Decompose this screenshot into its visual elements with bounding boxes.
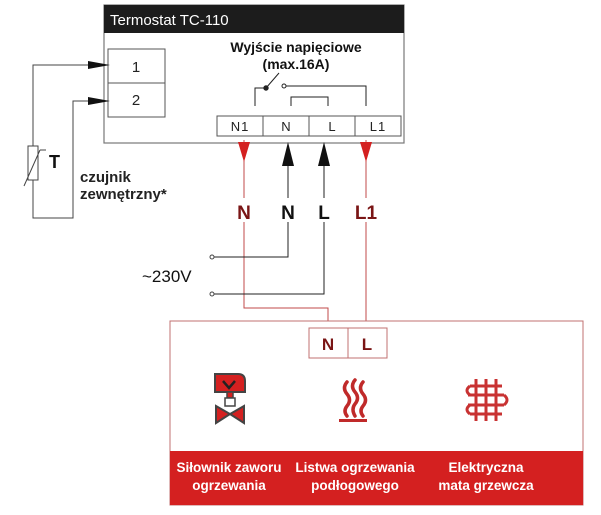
wire-n1-lower bbox=[243, 222, 329, 328]
wire-l-lower bbox=[214, 222, 325, 295]
valve-actuator-icon bbox=[214, 373, 246, 425]
sensor-terminal-1 bbox=[107, 48, 166, 84]
device-3-label-line1: Elektryczna bbox=[448, 460, 524, 475]
bridge-n-l bbox=[290, 96, 329, 106]
wire-n-lower bbox=[214, 222, 289, 258]
wire-label-n1: N bbox=[237, 203, 251, 224]
sensor-arrow-2-icon bbox=[88, 97, 110, 105]
output-label-line1: Wyjście napięciowe bbox=[230, 39, 361, 55]
sensor-label-line1: czujnik bbox=[80, 169, 132, 186]
terminal-n1-label: N1 bbox=[231, 119, 250, 134]
load-label-bar bbox=[170, 451, 583, 505]
relay-contact bbox=[265, 72, 280, 89]
sensor-terminal-2 bbox=[107, 82, 166, 118]
load-terminal-n bbox=[308, 327, 349, 359]
supply-terminal-l bbox=[209, 291, 215, 297]
wire-label-l1: L1 bbox=[355, 203, 378, 224]
wire-label-l: L bbox=[318, 203, 330, 224]
sensor-loop-wire bbox=[32, 64, 108, 219]
arrow-n-up-icon bbox=[282, 142, 294, 166]
thermostat-unit: Termostat TC-110 Wyjście napięciowe (max… bbox=[103, 4, 405, 144]
sensor-terminal-1-label: 1 bbox=[132, 59, 140, 76]
device-2-label-line1: Listwa ogrzewania bbox=[295, 460, 415, 475]
load-terminal-l bbox=[347, 327, 388, 359]
relay-wire-n1 bbox=[254, 87, 266, 106]
supply-terminal-n bbox=[209, 254, 215, 260]
arrow-l1-down-icon bbox=[360, 142, 372, 162]
thermostat-title-bar bbox=[104, 5, 404, 33]
terminal-l1 bbox=[354, 115, 402, 137]
load-panel: N L bbox=[169, 320, 584, 506]
wire-label-n: N bbox=[281, 203, 295, 224]
sensor-terminal-2-label: 2 bbox=[132, 92, 140, 109]
device-2-label-line2: podłogowego bbox=[311, 478, 399, 493]
thermistor-icon bbox=[27, 145, 39, 181]
sensor-label-line2: zewnętrzny* bbox=[80, 186, 167, 203]
sensor-wiring bbox=[23, 61, 110, 219]
relay-contact-point bbox=[281, 83, 287, 89]
relay-wire-l1 bbox=[286, 85, 367, 106]
terminal-n-label: N bbox=[281, 119, 290, 134]
supply-voltage-label: ~230V bbox=[142, 267, 192, 286]
sensor-arrow-1-icon bbox=[88, 61, 110, 69]
output-terminal-block: N1 N L L1 bbox=[216, 115, 402, 137]
relay-switch bbox=[254, 72, 367, 106]
device-1-label-line2: ogrzewania bbox=[192, 478, 266, 493]
arrow-n1-down-icon bbox=[238, 142, 250, 162]
terminal-l-label: L bbox=[328, 119, 335, 134]
device-1-label-line1: Siłownik zaworu bbox=[176, 460, 281, 475]
thermistor-slash bbox=[23, 149, 41, 187]
power-wiring bbox=[209, 140, 367, 328]
thermistor-symbol: T bbox=[49, 152, 60, 172]
arrow-l-up-icon bbox=[318, 142, 330, 166]
thermostat-title: Termostat TC-110 bbox=[110, 12, 229, 29]
sensor-terminal-block: 1 2 bbox=[107, 48, 166, 118]
terminal-l1-label: L1 bbox=[370, 119, 386, 134]
heating-mat-icon bbox=[465, 379, 509, 421]
output-label-line2: (max.16A) bbox=[263, 56, 330, 72]
floor-heating-icon bbox=[339, 378, 368, 422]
device-3-label-line2: mata grzewcza bbox=[438, 478, 534, 493]
load-terminal-l-label: L bbox=[362, 335, 372, 354]
load-terminal-n-label: N bbox=[322, 335, 334, 354]
